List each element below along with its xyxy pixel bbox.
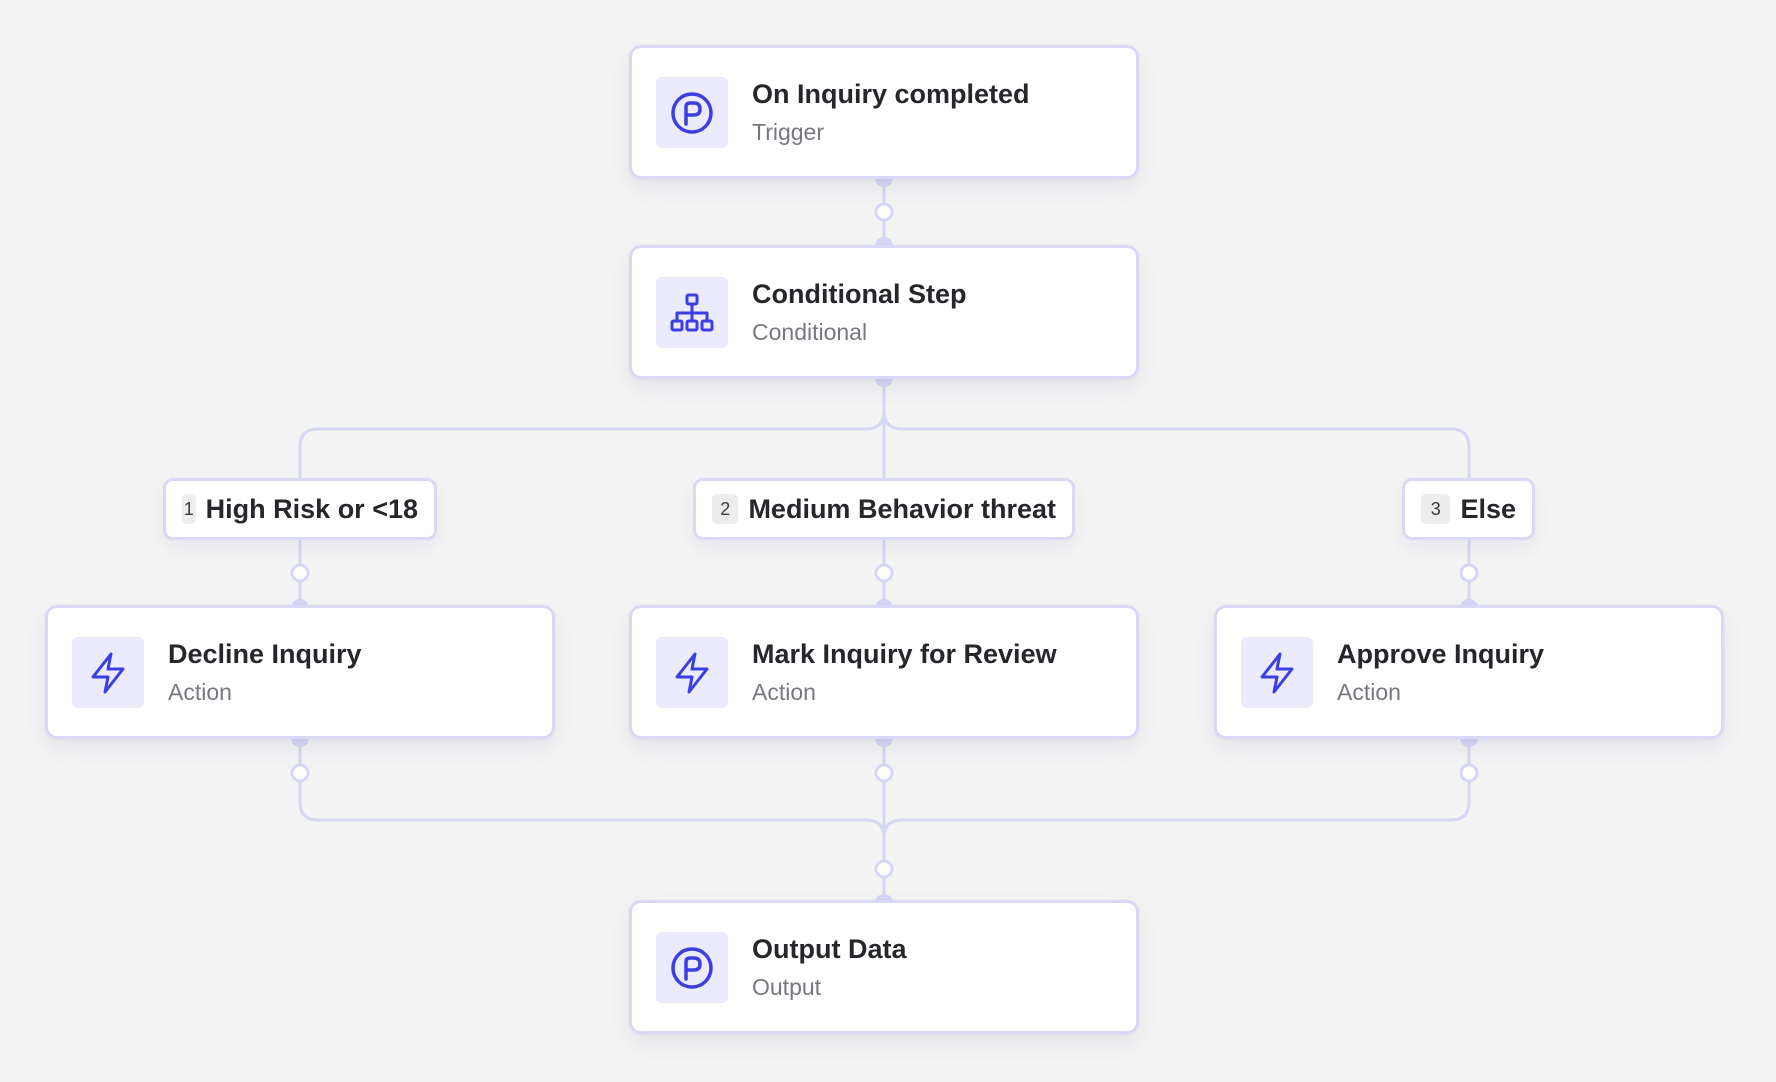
node-type: Action [752, 679, 816, 705]
connector-approve-output [882, 738, 1471, 839]
branch-condition: Else [1460, 493, 1516, 524]
node-title: Approve Inquiry [1337, 639, 1545, 669]
node-type: Output [752, 974, 822, 1000]
node-trigger[interactable]: On Inquiry completed Trigger [629, 45, 1139, 179]
lightning-icon [656, 637, 728, 708]
node-title: Decline Inquiry [168, 639, 362, 669]
branch-label-2[interactable]: 2 Medium Behavior threat [693, 478, 1075, 540]
branch-label-3[interactable]: 3 Else [1402, 478, 1535, 540]
branch-condition: High Risk or <18 [205, 493, 418, 524]
node-approve-inquiry[interactable]: Approve Inquiry Action [1214, 605, 1724, 739]
branch-number: 2 [712, 494, 739, 524]
node-title: Mark Inquiry for Review [752, 639, 1057, 669]
node-title: On Inquiry completed [752, 79, 1030, 109]
connector-conditional-branch-1 [298, 378, 886, 480]
node-mark-for-review[interactable]: Mark Inquiry for Review Action [629, 605, 1139, 739]
branch-label-1[interactable]: 1 High Risk or <18 [163, 478, 437, 540]
sitemap-icon [656, 277, 728, 348]
node-type: Conditional [752, 319, 868, 345]
lightning-icon [1241, 637, 1313, 708]
connector-ports [290, 202, 1479, 879]
branch-number: 1 [182, 494, 196, 524]
node-decline-inquiry[interactable]: Decline Inquiry Action [45, 605, 555, 739]
branch-condition: Medium Behavior threat [748, 493, 1056, 524]
connector-decline-output [298, 738, 886, 839]
connector-conditional-branch-3 [882, 378, 1471, 480]
branch-number: 3 [1421, 494, 1451, 524]
node-type: Action [1337, 679, 1401, 705]
node-title: Output Data [752, 934, 907, 964]
node-output-data[interactable]: Output Data Output [629, 900, 1139, 1034]
node-type: Trigger [752, 119, 824, 145]
node-title: Conditional Step [752, 279, 967, 309]
lightning-icon [72, 637, 144, 708]
persona-logo-icon [656, 77, 728, 148]
persona-logo-icon [656, 932, 728, 1003]
node-type: Action [168, 679, 232, 705]
node-conditional[interactable]: Conditional Step Conditional [629, 245, 1139, 379]
